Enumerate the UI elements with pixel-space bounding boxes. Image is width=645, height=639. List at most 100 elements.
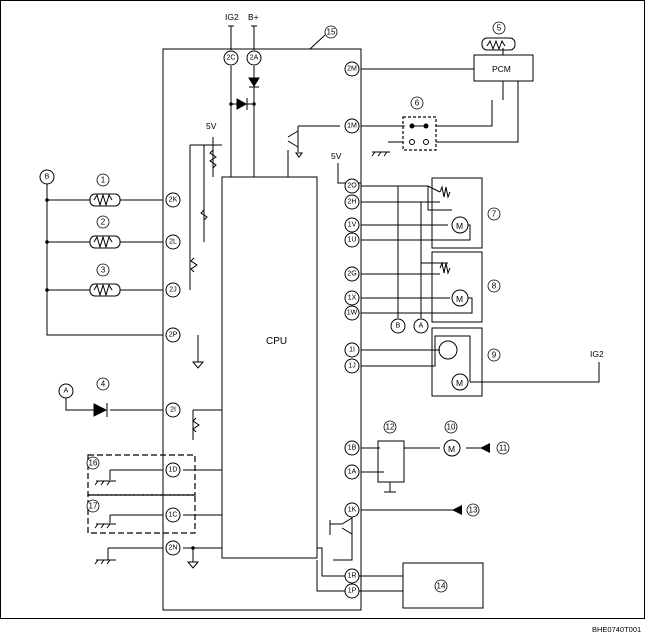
svg-text:9: 9 xyxy=(492,351,497,360)
svg-text:14: 14 xyxy=(437,582,446,591)
svg-text:12: 12 xyxy=(386,423,395,432)
svg-text:16: 16 xyxy=(89,459,98,468)
pin-1p: 1P xyxy=(344,583,360,599)
transistor-1m xyxy=(287,125,340,177)
relay-wires xyxy=(361,81,519,143)
sensor-3-icon xyxy=(89,283,121,297)
connector-a-left: A xyxy=(58,383,74,399)
callout-4: 4 xyxy=(96,377,110,391)
callout-7: 7 xyxy=(487,207,501,221)
pin-1d: 1D xyxy=(165,462,181,478)
svg-text:2L: 2L xyxy=(169,239,177,246)
svg-text:M: M xyxy=(456,378,463,388)
pcm-wires xyxy=(361,48,504,100)
pin-1u: 1U xyxy=(344,232,360,248)
callout-17: 17 xyxy=(86,499,100,513)
svg-text:2P: 2P xyxy=(169,332,178,339)
motor-7-icon xyxy=(451,216,469,234)
actuator-8-box xyxy=(431,251,483,323)
pin-1w: 1W xyxy=(344,305,360,321)
svg-text:5: 5 xyxy=(497,24,502,33)
svg-text:2I: 2I xyxy=(170,407,176,414)
figure-reference-code: BHE0740T001 xyxy=(592,625,641,634)
driver-12-box xyxy=(377,440,405,483)
callout-5: 5 xyxy=(492,21,506,35)
callout-11: 11 xyxy=(496,441,510,455)
svg-text:1K: 1K xyxy=(348,507,357,514)
callout-14: 14 xyxy=(434,579,448,593)
callout-9: 9 xyxy=(487,348,501,362)
pin-1r: 1R xyxy=(344,568,360,584)
module-14-wires xyxy=(316,547,403,592)
actuator-8-wires xyxy=(361,262,473,314)
actuator-9-wires xyxy=(361,335,600,383)
svg-text:2G: 2G xyxy=(347,271,356,278)
pin-1v: 1V xyxy=(344,217,360,233)
svg-text:1: 1 xyxy=(101,176,106,185)
switch-16-box xyxy=(87,454,196,496)
svg-text:2N: 2N xyxy=(169,545,178,552)
motor-10-wires xyxy=(361,447,490,493)
svg-text:A: A xyxy=(419,323,424,330)
callout-1: 1 xyxy=(96,173,110,187)
pullup-wires xyxy=(189,137,222,290)
svg-text:1X: 1X xyxy=(348,295,357,302)
actuator-7-wires xyxy=(361,185,471,241)
ground-2p xyxy=(191,335,205,369)
pin-1x: 1X xyxy=(344,290,360,306)
callout-2: 2 xyxy=(96,215,110,229)
control-module-box xyxy=(162,48,362,611)
svg-text:11: 11 xyxy=(499,444,508,453)
pin-1b: 1B xyxy=(344,440,360,456)
sensor-2-icon xyxy=(89,235,121,249)
pin-2j: 2J xyxy=(165,282,181,298)
pin-2m: 2M xyxy=(344,61,360,77)
pin-2c: 2C xyxy=(223,50,239,66)
svg-text:2: 2 xyxy=(101,218,106,227)
five-v-left-label: 5V xyxy=(206,121,217,131)
svg-text:3: 3 xyxy=(101,266,106,275)
sensor-4-wires xyxy=(65,398,222,440)
svg-text:1M: 1M xyxy=(347,123,357,130)
pin-2l: 2L xyxy=(165,234,181,250)
pin-1i: 1I xyxy=(344,342,360,358)
svg-text:4: 4 xyxy=(101,380,106,389)
callout-15: 15 xyxy=(324,25,338,39)
svg-text:1C: 1C xyxy=(169,512,178,519)
svg-text:B: B xyxy=(396,323,401,330)
svg-text:1V: 1V xyxy=(348,222,357,229)
svg-text:13: 13 xyxy=(469,506,478,515)
supply-internal-wires xyxy=(230,66,255,177)
callout-6: 6 xyxy=(410,96,424,110)
callout-10: 10 xyxy=(444,420,458,434)
svg-text:A: A xyxy=(64,388,69,395)
supply-wires xyxy=(228,25,257,50)
svg-text:7: 7 xyxy=(492,210,497,219)
svg-text:1J: 1J xyxy=(348,363,355,370)
pin-2p: 2P xyxy=(165,327,181,343)
sensor-5-body xyxy=(481,37,516,51)
ground-2n xyxy=(94,547,222,569)
arrow-11 xyxy=(480,443,490,453)
cpu-label: CPU xyxy=(266,336,287,347)
relay-6-box xyxy=(402,116,437,151)
feedback-wires xyxy=(397,186,422,318)
pin-2g: 2G xyxy=(344,266,360,282)
callout-8: 8 xyxy=(487,279,501,293)
switch-17-box xyxy=(87,494,196,534)
svg-text:1B: 1B xyxy=(348,445,357,452)
svg-text:M: M xyxy=(456,221,463,231)
svg-text:M: M xyxy=(456,294,463,304)
svg-text:2M: 2M xyxy=(347,66,357,73)
actuator-9-box xyxy=(431,327,483,397)
sensor-wires xyxy=(46,184,163,336)
svg-text:1W: 1W xyxy=(347,310,358,317)
pin-2a: 2A xyxy=(246,50,262,66)
cpu-box xyxy=(221,176,318,559)
diode-vertical xyxy=(248,77,260,88)
svg-text:2O: 2O xyxy=(347,183,357,190)
ig2-top-label: IG2 xyxy=(225,12,239,22)
callout-3: 3 xyxy=(96,263,110,277)
switch-9-icon xyxy=(438,340,458,360)
